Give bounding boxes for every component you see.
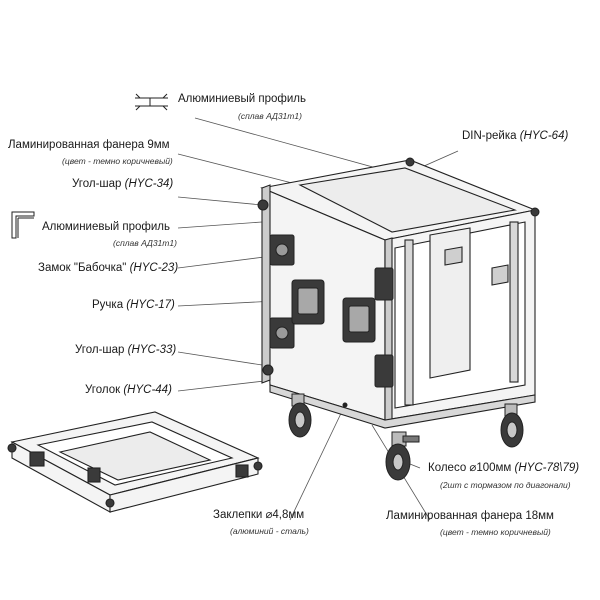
alu-profile-corner-icon <box>11 211 35 239</box>
label-din-rail-text: DIN-рейка <box>462 130 517 142</box>
label-din-rail: DIN-рейка (HYC-64) <box>462 130 568 143</box>
label-corner-ball-34-text: Угол-шар <box>72 178 122 190</box>
label-wheel-sub: (2шт с тормазом по диагонали) <box>440 480 571 490</box>
label-corner-ball-33-code: (HYC-33) <box>127 344 177 356</box>
wheel-brake <box>402 435 420 443</box>
label-corner-ball-33: Угол-шар (HYC-33) <box>75 344 176 357</box>
top-panel <box>298 167 518 233</box>
bottom-plate <box>269 384 536 429</box>
label-alu-profile-side: Алюминиевый профиль <box>42 221 170 233</box>
front-lock-upper <box>374 267 394 301</box>
handle-right-grip <box>348 305 370 333</box>
profile-icons <box>11 93 168 239</box>
wheel-left-hub <box>294 411 306 429</box>
wheel-front-hub <box>392 453 404 471</box>
leader-alu-profile-side <box>177 221 263 229</box>
front-lock-lower <box>374 354 394 388</box>
label-corner-ball-34: Угол-шар (HYC-34) <box>72 178 173 191</box>
case-lid <box>7 411 263 513</box>
label-corner-44: Уголок (HYC-44) <box>85 384 172 397</box>
butterfly-lock-lower-knob <box>275 326 289 340</box>
label-wheel-text: Колесо ⌀100мм <box>428 462 512 474</box>
label-wheel: Колесо ⌀100мм (HYC-78\79) <box>428 462 579 475</box>
rack-rail-left <box>404 239 414 406</box>
edge-profile-front <box>384 237 393 421</box>
alu-profile-h-icon <box>135 93 168 111</box>
label-alu-profile-top-sub: (сплав АД31т1) <box>238 111 302 121</box>
rack-rail-right <box>509 221 519 383</box>
inner-side-wall <box>429 227 471 379</box>
left-hardware <box>257 157 540 408</box>
leader-rivets <box>289 404 346 521</box>
label-corner-ball-34-code: (HYC-34) <box>124 178 174 190</box>
inner-plate <box>444 246 463 266</box>
leader-butterfly-lock <box>177 255 273 269</box>
label-handle-code: (HYC-17) <box>126 299 175 311</box>
label-rivets: Заклепки ⌀4,8мм <box>213 509 305 521</box>
label-corner-44-text: Уголок <box>85 384 121 396</box>
lid-corner-1 <box>7 443 17 453</box>
butterfly-lock-upper-knob <box>275 243 289 257</box>
label-alu-profile-side-sub: (сплав АД31т1) <box>113 238 177 248</box>
label-handle: Ручка (HYC-17) <box>92 299 175 312</box>
label-din-rail-code: (HYC-64) <box>519 130 569 142</box>
edge-profile-left <box>261 184 271 384</box>
label-plywood-9mm-sub: (цвет - темно коричневый) <box>62 156 173 166</box>
label-corner-44-code: (HYC-44) <box>123 384 172 396</box>
corner-ball-top-back <box>405 157 415 167</box>
leader-corner-ball-33 <box>177 351 263 366</box>
label-butterfly-lock: Замок "Бабочка" (HYC-23) <box>38 262 178 275</box>
lid-corner-2 <box>105 498 115 508</box>
label-alu-profile-top-text: Алюминиевый профиль <box>178 93 306 105</box>
leader-corner-44 <box>177 379 274 392</box>
lid-corner-3 <box>253 461 263 471</box>
corner-ball-lower <box>262 364 274 376</box>
lid-lock-right <box>235 464 249 478</box>
leader-plywood-9mm <box>177 153 301 186</box>
lid-lock-left <box>29 451 45 467</box>
label-handle-text: Ручка <box>92 299 124 311</box>
label-wheel-code: (HYC-78\79) <box>514 462 580 474</box>
handle-left-grip <box>297 287 319 315</box>
label-corner-ball-33-text: Угол-шар <box>75 344 125 356</box>
wheels <box>288 393 524 481</box>
label-alu-profile-top: Алюминиевый профиль <box>178 93 306 106</box>
label-butterfly-lock-code: (HYC-23) <box>129 262 179 274</box>
label-plywood-18mm: Ламинированная фанера 18мм <box>386 510 554 522</box>
lid-lock-mid <box>87 467 101 483</box>
label-butterfly-lock-text: Замок "Бабочка" <box>38 262 127 274</box>
wheel-right-hub <box>506 421 518 439</box>
label-plywood-18mm-sub: (цвет - темно коричневый) <box>440 527 551 537</box>
leader-corner-ball-34 <box>177 196 263 206</box>
corner-ball-top-right <box>530 207 540 217</box>
corner-ball-upper <box>257 199 269 211</box>
inner-plate-2 <box>491 264 509 286</box>
label-rivets-sub: (алюминий - сталь) <box>230 526 309 536</box>
rivet <box>342 402 348 408</box>
label-plywood-9mm: Ламинированная фанера 9мм <box>8 139 170 151</box>
